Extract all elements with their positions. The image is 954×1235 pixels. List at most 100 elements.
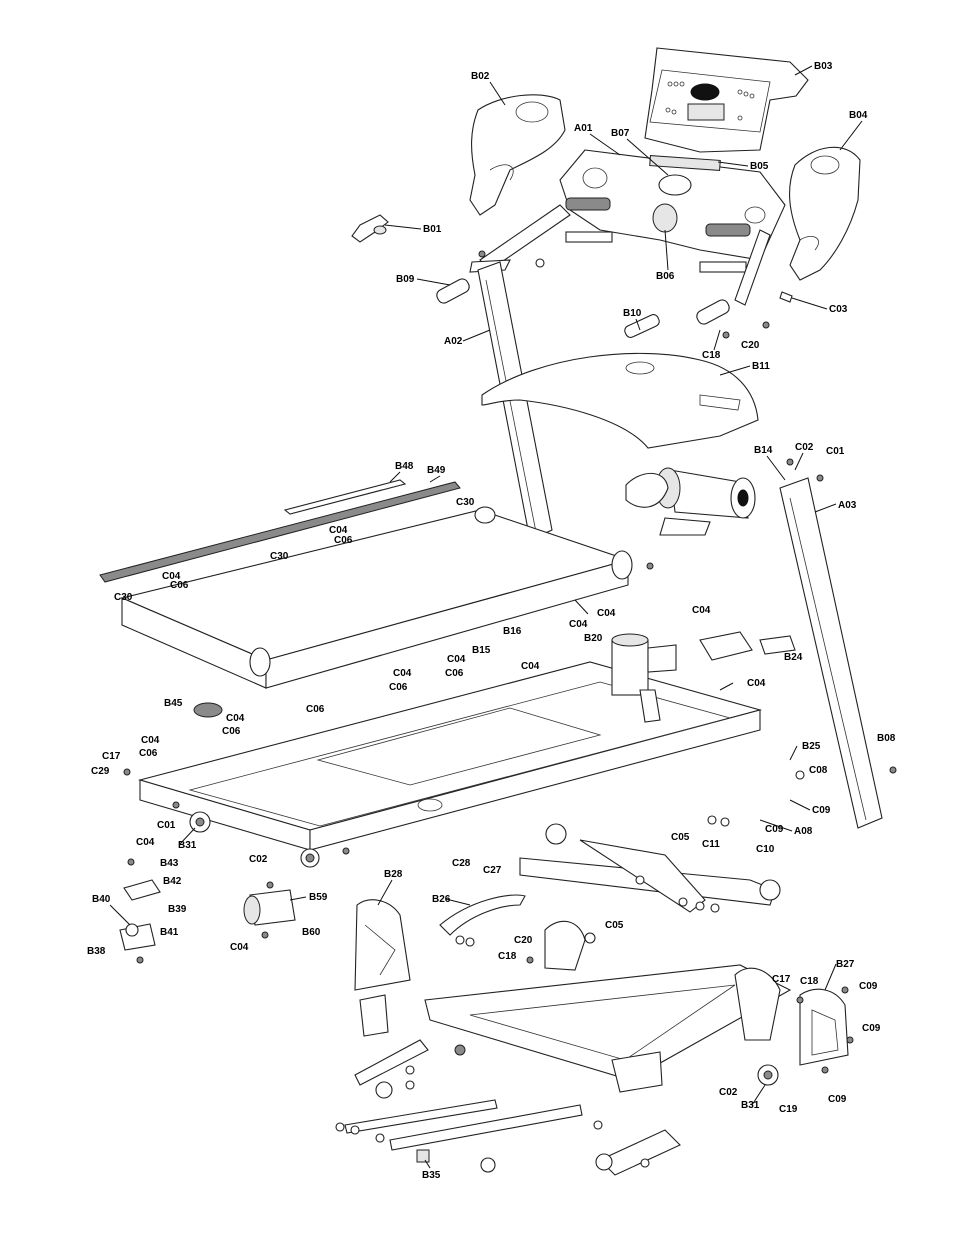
part-label: B03 (814, 61, 833, 72)
right-upright (779, 477, 897, 829)
part-label: B01 (423, 224, 442, 235)
safety-key (351, 214, 389, 243)
link-b26 (439, 894, 526, 936)
part-label: B60 (302, 927, 321, 938)
part-label: C27 (483, 865, 502, 876)
console-frame (559, 149, 786, 273)
part-label: B43 (160, 858, 179, 869)
part-label: C02 (719, 1087, 738, 1098)
part-label: C09 (765, 824, 784, 835)
part-label: C09 (828, 1094, 847, 1105)
part-label: C04 (136, 837, 155, 848)
part-label: B27 (836, 959, 855, 970)
left-upright (477, 261, 553, 541)
part-label: C17 (772, 974, 791, 985)
part-label: B40 (92, 894, 111, 905)
part-label: B26 (432, 894, 451, 905)
right-handle-cover (789, 146, 861, 281)
part-label: B48 (395, 461, 414, 472)
part-label: C04 (393, 668, 412, 679)
part-label: B31 (741, 1100, 760, 1111)
bracket-b42 (123, 879, 161, 901)
part-label: C04 (692, 605, 711, 616)
part-label: B41 (160, 927, 179, 938)
leader-lines (178, 65, 863, 1169)
part-label: C04 (162, 571, 181, 582)
part-label: B59 (309, 892, 328, 903)
fasteners (123, 250, 854, 1168)
console-panel (644, 47, 809, 153)
part-label: C09 (859, 981, 878, 992)
part-label: C02 (249, 854, 268, 865)
motor-controller-b59 (243, 889, 296, 926)
part-label: C08 (809, 765, 828, 776)
part-label: B04 (849, 110, 868, 121)
inductor-b45 (193, 702, 223, 718)
part-label: C06 (170, 580, 189, 591)
part-label: B15 (472, 645, 491, 656)
left-handle-cover (469, 94, 566, 216)
part-label: B42 (163, 876, 182, 887)
block-b35 (416, 1149, 430, 1163)
side-cover-b27 (799, 988, 849, 1066)
right-grip-sensor (699, 223, 751, 273)
part-label: C30 (114, 592, 133, 603)
part-label: A01 (574, 123, 593, 134)
part-label: B16 (503, 626, 522, 637)
motor-hood (481, 314, 759, 449)
part-label: C06 (306, 704, 325, 715)
end-cap (359, 994, 389, 1037)
part-label: C20 (741, 340, 760, 351)
part-label: A03 (838, 500, 857, 511)
part-label: B45 (164, 698, 183, 709)
part-label: C01 (157, 820, 176, 831)
part-label: C06 (389, 682, 408, 693)
part-label: B24 (784, 652, 803, 663)
part-label: B11 (752, 361, 770, 372)
part-label: B06 (656, 271, 675, 282)
side-cover-b28 (354, 899, 411, 991)
part-label: A02 (444, 336, 463, 347)
part-label: B20 (584, 633, 603, 644)
part-label: B25 (802, 741, 821, 752)
part-label: C04 (141, 735, 160, 746)
bolt-c03 (779, 291, 793, 303)
wheel-b31-right (757, 1064, 779, 1086)
part-label: B10 (623, 308, 642, 319)
part-labels: B03 B02 A01 B07 B04 B05 B01 B06 B09 C03 … (87, 61, 896, 1181)
part-label: C30 (456, 497, 475, 508)
part-label: C04 (329, 525, 348, 536)
part-label: B07 (611, 128, 630, 139)
left-grip-sensor (565, 197, 613, 243)
nut-bottom (480, 1157, 496, 1173)
lift-arm-right (595, 1129, 681, 1176)
part-label: B14 (754, 445, 773, 456)
part-label: C05 (671, 832, 690, 843)
part-label: B31 (178, 840, 197, 851)
part-label: C20 (514, 935, 533, 946)
part-label: B09 (396, 274, 415, 285)
part-label: C01 (826, 446, 845, 457)
part-label: C11 (702, 839, 720, 850)
lower-frame (424, 920, 792, 1093)
part-label: B35 (422, 1170, 441, 1181)
part-label: C18 (702, 350, 721, 361)
part-label: C10 (756, 844, 775, 855)
part-label: C04 (747, 678, 766, 689)
part-label: C18 (498, 951, 517, 962)
part-label: B08 (877, 733, 896, 744)
controller-board (699, 631, 796, 661)
drive-motor (625, 467, 756, 536)
part-label: C02 (795, 442, 814, 453)
lift-link-top (519, 823, 781, 913)
part-label: C04 (597, 608, 616, 619)
incline-motor (611, 633, 677, 723)
part-label: C06 (334, 535, 353, 546)
right-handlebar (696, 229, 771, 325)
part-label: C04 (569, 619, 588, 630)
part-label: C04 (447, 654, 466, 665)
part-label: B39 (168, 904, 187, 915)
base-frame (137, 661, 763, 868)
part-label: C30 (270, 551, 289, 562)
part-label: C03 (829, 304, 848, 315)
